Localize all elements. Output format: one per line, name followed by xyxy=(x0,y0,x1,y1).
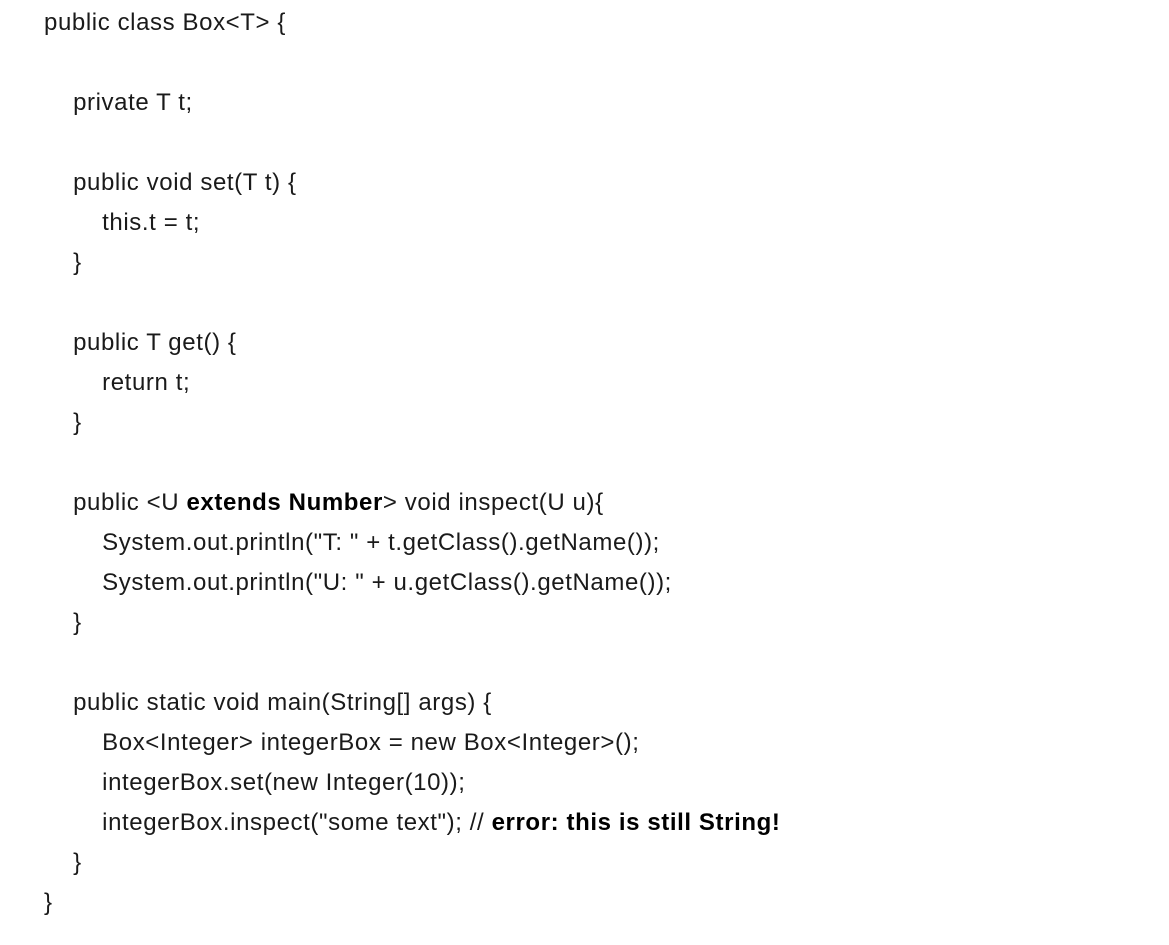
code-block: public class Box<T> { private T t; publi… xyxy=(44,3,780,923)
code-line: System.out.println("T: " + t.getClass().… xyxy=(44,523,780,563)
code-line: public T get() { xyxy=(44,323,780,363)
code-line: this.t = t; xyxy=(44,203,780,243)
code-line: private T t; xyxy=(44,83,780,123)
code-line: } xyxy=(44,403,780,443)
code-line xyxy=(44,443,780,483)
code-line: public void set(T t) { xyxy=(44,163,780,203)
code-segment: public <U xyxy=(44,489,187,516)
code-segment: System.out.println("U: " + u.getClass().… xyxy=(44,569,672,596)
code-segment: public T get() { xyxy=(44,329,237,356)
code-line: } xyxy=(44,243,780,283)
code-segment: System.out.println("T: " + t.getClass().… xyxy=(44,529,660,556)
code-line: } xyxy=(44,883,780,923)
code-line: } xyxy=(44,603,780,643)
code-segment: } xyxy=(44,249,82,276)
code-segment: public class Box<T> { xyxy=(44,9,287,36)
code-segment: private T t; xyxy=(44,89,193,116)
code-bold-segment: extends Number xyxy=(186,489,383,516)
code-line: System.out.println("U: " + u.getClass().… xyxy=(44,563,780,603)
code-line: } xyxy=(44,843,780,883)
code-line: integerBox.set(new Integer(10)); xyxy=(44,763,780,803)
code-segment: } xyxy=(44,849,82,876)
code-segment: public static void main(String[] args) { xyxy=(44,689,492,716)
code-line: Box<Integer> integerBox = new Box<Intege… xyxy=(44,723,780,763)
code-segment: integerBox.inspect("some text"); // xyxy=(44,809,492,836)
code-line: integerBox.inspect("some text"); // erro… xyxy=(44,803,780,843)
code-line: public static void main(String[] args) { xyxy=(44,683,780,723)
code-bold-segment: error: this is still String! xyxy=(491,809,781,836)
code-line: return t; xyxy=(44,363,780,403)
code-segment: return t; xyxy=(44,369,191,396)
code-segment: > void inspect(U u){ xyxy=(382,489,604,516)
code-segment: this.t = t; xyxy=(44,209,201,236)
code-segment: } xyxy=(44,409,82,436)
code-line: public class Box<T> { xyxy=(44,3,780,43)
code-segment: public void set(T t) { xyxy=(44,169,297,196)
code-segment: integerBox.set(new Integer(10)); xyxy=(44,769,466,796)
code-line xyxy=(44,643,780,683)
code-line xyxy=(44,43,780,83)
code-segment: } xyxy=(44,609,82,636)
code-segment: } xyxy=(44,889,53,916)
code-segment: Box<Integer> integerBox = new Box<Intege… xyxy=(44,729,640,756)
code-line: public <U extends Number> void inspect(U… xyxy=(44,483,780,523)
code-line xyxy=(44,123,780,163)
code-line xyxy=(44,283,780,323)
